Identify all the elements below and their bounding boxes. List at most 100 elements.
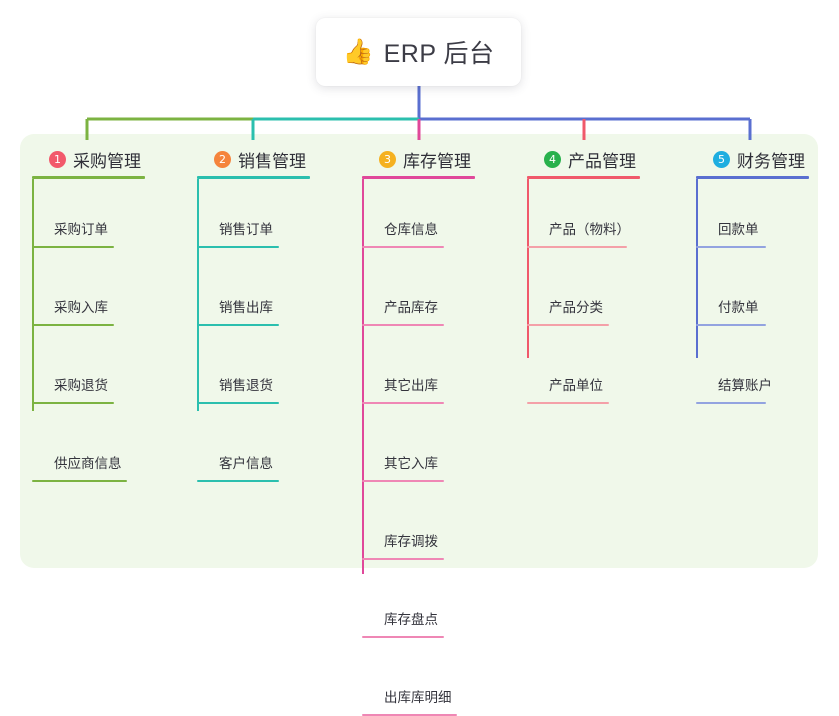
leaf-label: 库存盘点 [384, 612, 438, 627]
branch-header-1[interactable]: 1 采购管理 [32, 148, 145, 171]
leaf-item[interactable]: 结算账户 [696, 326, 809, 404]
leaf-label: 销售订单 [219, 222, 273, 237]
leaf-list-5: 回款单付款单结算账户 [696, 179, 809, 404]
leaf-item[interactable]: 销售出库 [197, 248, 310, 326]
leaf-rule [696, 324, 766, 326]
branch-header-4[interactable]: 4 产品管理 [527, 148, 640, 171]
leaf-label: 仓库信息 [384, 222, 438, 237]
leaf-rule [362, 402, 444, 404]
leaf-item[interactable]: 产品分类 [527, 248, 640, 326]
leaf-item[interactable]: 库存盘点 [362, 560, 475, 638]
leaf-label: 付款单 [718, 300, 759, 315]
leaf-item[interactable]: 付款单 [696, 248, 809, 326]
branch-label-5: 财务管理 [737, 151, 805, 171]
branch-5: 5 财务管理回款单付款单结算账户 [696, 148, 809, 404]
leaf-label: 销售出库 [219, 300, 273, 315]
leaf-label: 采购订单 [54, 222, 108, 237]
leaf-label: 采购入库 [54, 300, 108, 315]
branch-spine-3 [362, 179, 364, 574]
mindmap-canvas: 👍 ERP 后台 1 采购管理采购订单采购入库采购退货供应商信息 2 销售管理销售订单… [20, 18, 818, 716]
leaf-item[interactable]: 仓库信息 [362, 179, 475, 248]
leaf-list-3: 仓库信息产品库存其它出库其它入库库存调拨库存盘点出库库明细 [362, 179, 475, 716]
leaf-rule [527, 402, 609, 404]
branch-spine-4 [527, 179, 529, 358]
leaf-item[interactable]: 产品库存 [362, 248, 475, 326]
leaf-item[interactable]: 库存调拨 [362, 482, 475, 560]
leaf-rule [362, 324, 444, 326]
leaf-rule [362, 480, 444, 482]
leaf-label: 产品分类 [549, 300, 603, 315]
branch-spine-2 [197, 179, 199, 411]
branch-4: 4 产品管理产品（物料） 产品分类产品单位 [527, 148, 640, 404]
leaf-label: 库存调拨 [384, 534, 438, 549]
leaf-label: 供应商信息 [54, 456, 122, 471]
leaf-item[interactable]: 采购退货 [32, 326, 145, 404]
leaf-label: 产品库存 [384, 300, 438, 315]
branch-label-1: 采购管理 [73, 151, 141, 171]
diagram-panel [20, 134, 818, 568]
branch-label-2: 销售管理 [238, 151, 306, 171]
leaf-rule [197, 324, 279, 326]
root-title: ERP 后台 [383, 40, 495, 68]
leaf-item[interactable]: 产品单位 [527, 326, 640, 404]
leaf-rule [32, 480, 127, 482]
leaf-label: 其它出库 [384, 378, 438, 393]
leaf-rule [197, 480, 279, 482]
leaf-item[interactable]: 其它入库 [362, 404, 475, 482]
branch-2: 2 销售管理销售订单销售出库销售退货客户信息 [197, 148, 310, 482]
leaf-item[interactable]: 供应商信息 [32, 404, 145, 482]
leaf-item[interactable]: 销售订单 [197, 179, 310, 248]
branch-header-3[interactable]: 3 库存管理 [362, 148, 475, 171]
leaf-label: 其它入库 [384, 456, 438, 471]
branch-rule-1 [32, 176, 145, 179]
branch-rule-3 [362, 176, 475, 179]
leaf-item[interactable]: 客户信息 [197, 404, 310, 482]
root-node-card[interactable]: 👍 ERP 后台 [316, 18, 521, 86]
branch-rule-5 [696, 176, 809, 179]
branch-header-5[interactable]: 5 财务管理 [696, 148, 809, 171]
branch-badge-3: 3 [379, 150, 396, 168]
leaf-rule [527, 324, 609, 326]
leaf-item[interactable]: 出库库明细 [362, 638, 475, 716]
leaf-item[interactable]: 其它出库 [362, 326, 475, 404]
leaf-list-1: 采购订单采购入库采购退货供应商信息 [32, 179, 145, 482]
leaf-rule [362, 558, 444, 560]
leaf-label: 客户信息 [219, 456, 273, 471]
leaf-rule [197, 246, 279, 248]
leaf-item[interactable]: 产品（物料） [527, 179, 640, 248]
branch-3: 3 库存管理仓库信息产品库存其它出库其它入库库存调拨库存盘点出库库明细 [362, 148, 475, 716]
branch-header-2[interactable]: 2 销售管理 [197, 148, 310, 171]
leaf-item[interactable]: 回款单 [696, 179, 809, 248]
leaf-rule [32, 246, 114, 248]
leaf-item[interactable]: 采购订单 [32, 179, 145, 248]
leaf-label: 结算账户 [718, 378, 772, 393]
leaf-rule [527, 246, 627, 248]
leaf-rule [32, 324, 114, 326]
leaf-label: 采购退货 [54, 378, 108, 393]
branch-badge-5: 5 [713, 150, 730, 168]
branch-spine-1 [32, 179, 34, 411]
branch-1: 1 采购管理采购订单采购入库采购退货供应商信息 [32, 148, 145, 482]
leaf-item[interactable]: 采购入库 [32, 248, 145, 326]
branch-badge-4: 4 [544, 150, 561, 168]
thumbs-up-icon: 👍 [342, 37, 374, 66]
branch-label-3: 库存管理 [403, 151, 471, 171]
branch-rule-2 [197, 176, 310, 179]
leaf-rule [32, 402, 114, 404]
branch-badge-1: 1 [49, 150, 66, 168]
branch-label-4: 产品管理 [568, 151, 636, 171]
leaf-rule [696, 246, 766, 248]
leaf-label: 销售退货 [219, 378, 273, 393]
leaf-rule [696, 402, 766, 404]
branch-badge-2: 2 [214, 150, 231, 168]
leaf-label: 回款单 [718, 222, 759, 237]
leaf-list-2: 销售订单销售出库销售退货客户信息 [197, 179, 310, 482]
branch-rule-4 [527, 176, 640, 179]
leaf-label: 产品单位 [549, 378, 603, 393]
leaf-label: 产品（物料） [549, 222, 630, 237]
leaf-label: 出库库明细 [384, 690, 452, 705]
branch-spine-5 [696, 179, 698, 358]
leaf-item[interactable]: 销售退货 [197, 326, 310, 404]
leaf-rule [362, 246, 444, 248]
leaf-list-4: 产品（物料） 产品分类产品单位 [527, 179, 640, 404]
